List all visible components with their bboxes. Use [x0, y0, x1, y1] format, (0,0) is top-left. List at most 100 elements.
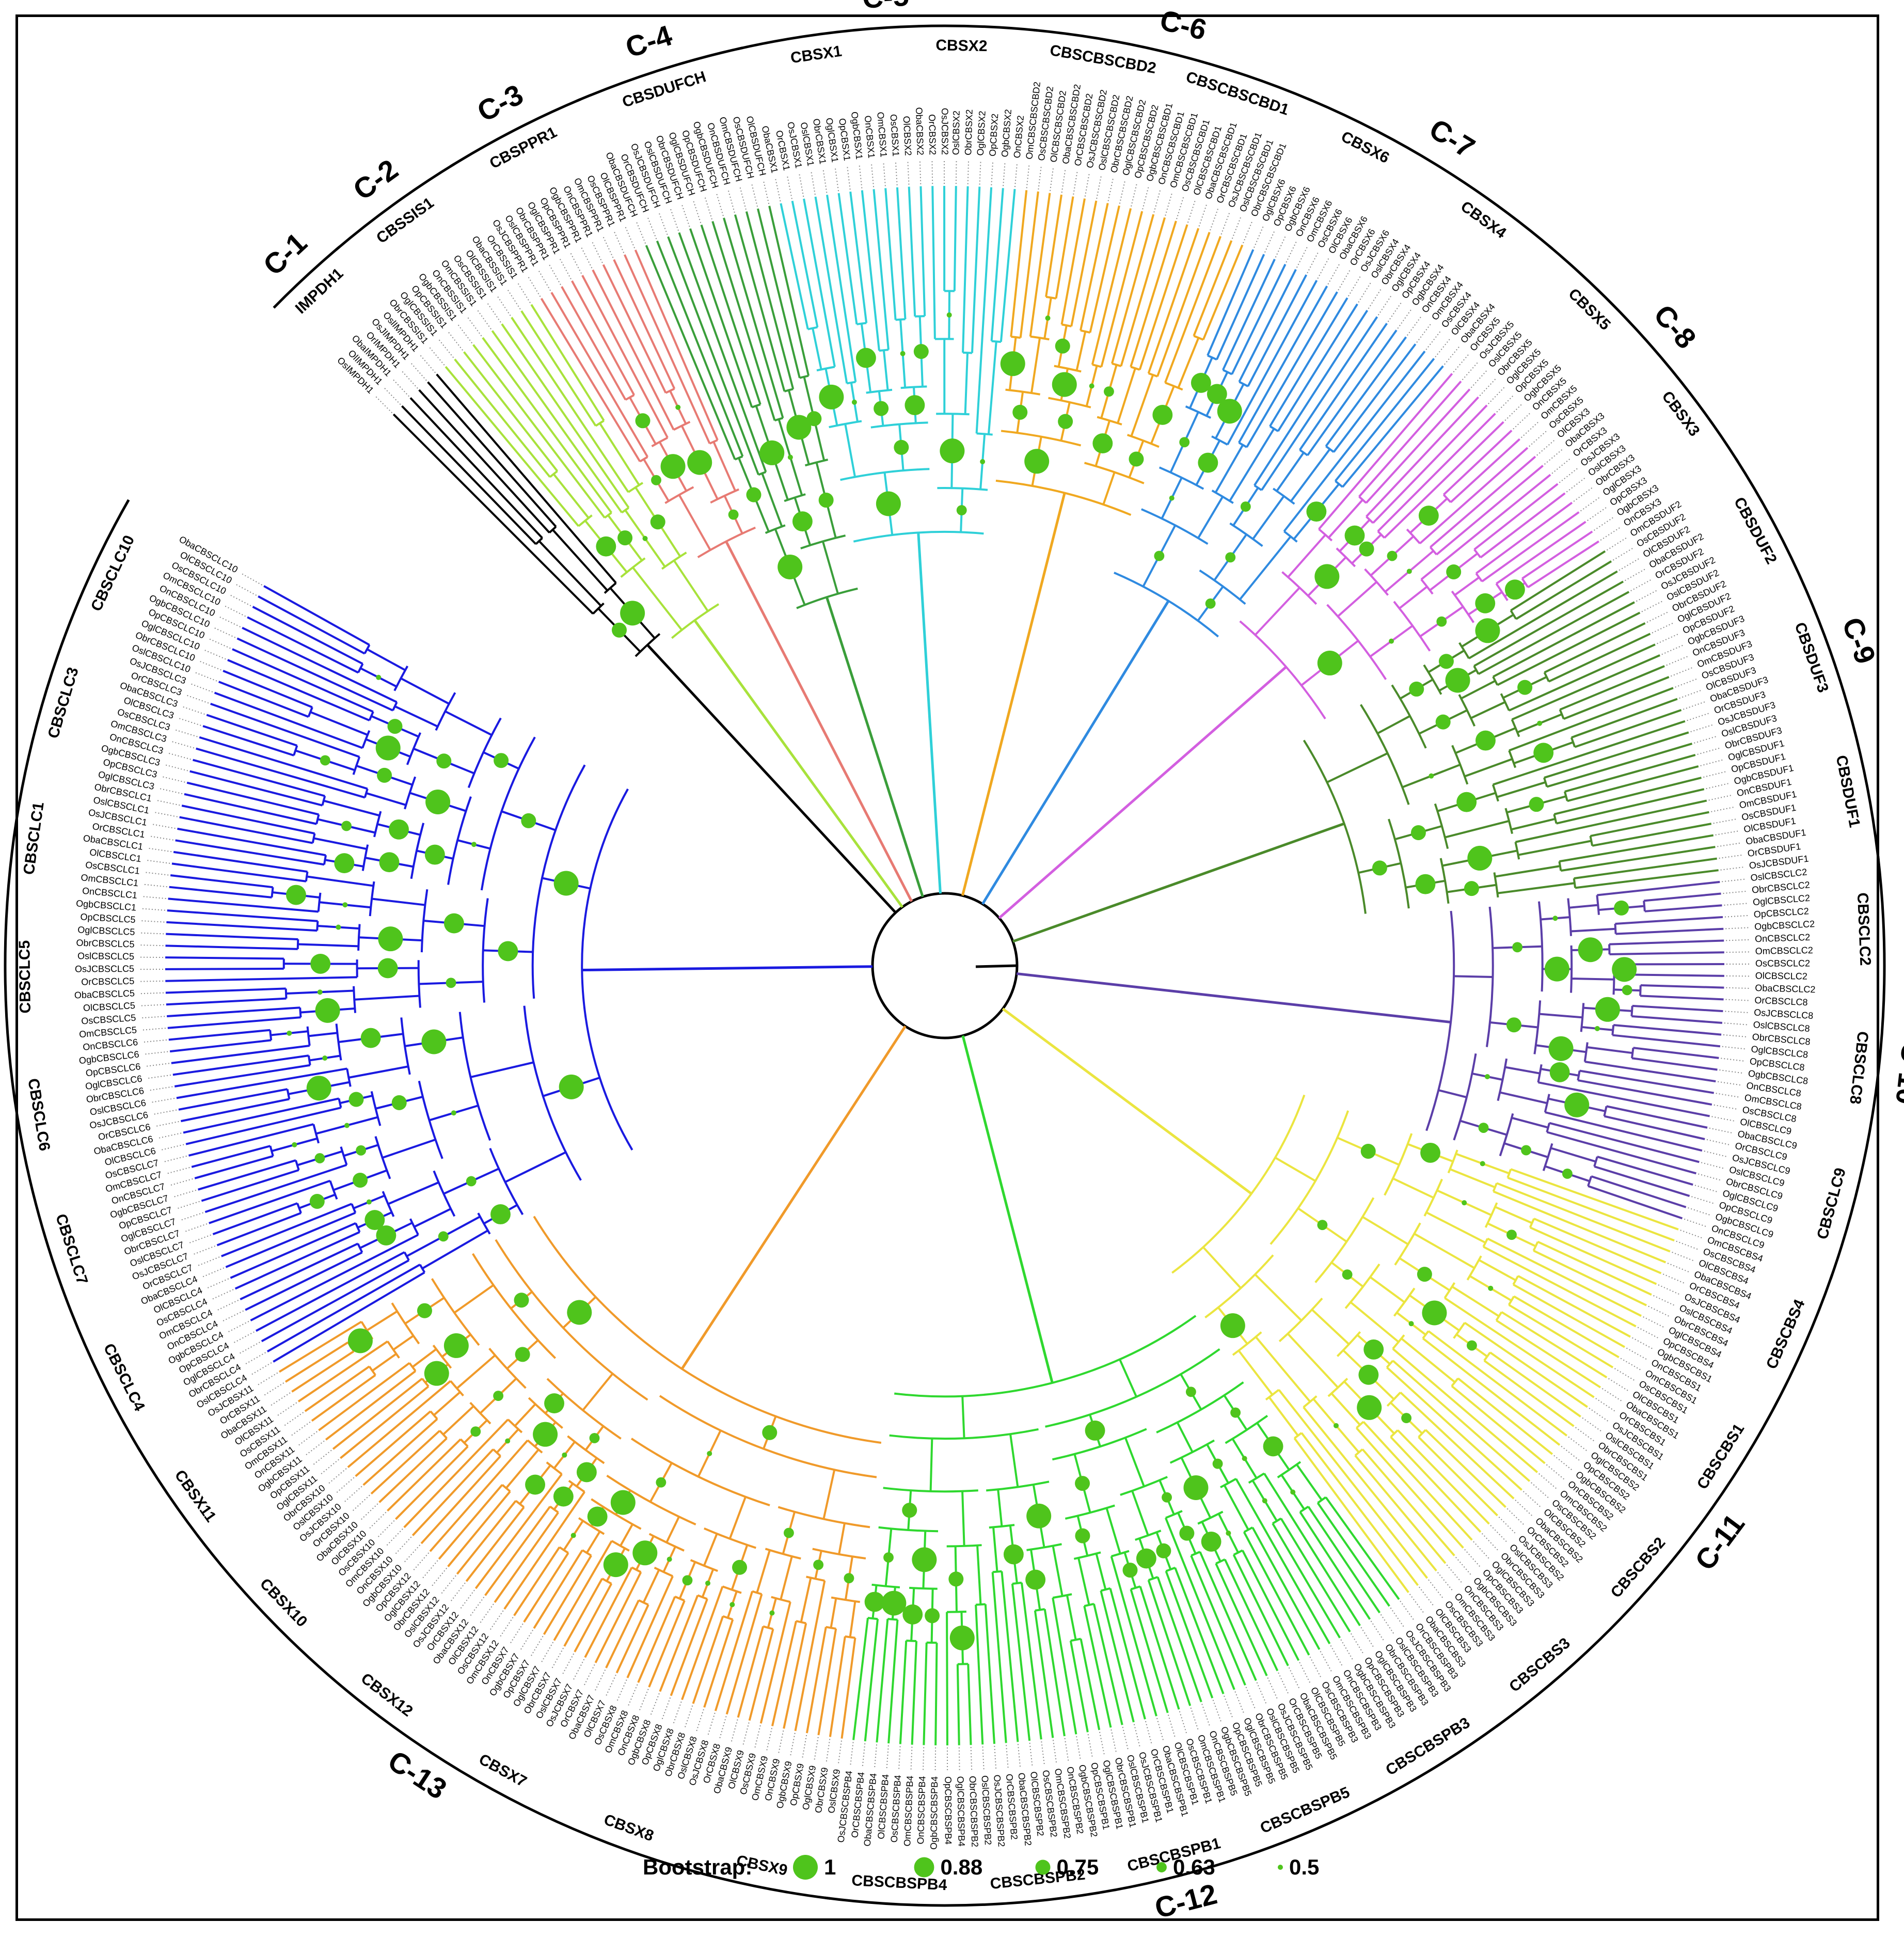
- leaf-branch: [1478, 591, 1630, 675]
- leaf-leader: [1691, 1196, 1715, 1204]
- leaf-branch: [210, 702, 360, 758]
- subfamily-label: CBSCBSPB4: [851, 1872, 948, 1894]
- bootstrap-node: [1169, 495, 1175, 501]
- bootstrap-node: [617, 530, 633, 546]
- leaf-branch: [1307, 1506, 1381, 1614]
- leaf-branch: [1377, 413, 1496, 532]
- leaf-leader: [1370, 1620, 1385, 1642]
- leaf-branch: [1263, 1473, 1361, 1627]
- leaf-leader: [182, 706, 205, 715]
- leaf-branch: [325, 1370, 417, 1441]
- leaf-leader: [227, 1321, 249, 1333]
- leaf-leader: [139, 944, 164, 947]
- leaf-branch: [956, 1664, 960, 1745]
- internal-branch: [414, 1208, 452, 1228]
- leaf-branch: [1644, 904, 1722, 912]
- leaf-branch: [711, 220, 776, 421]
- clade-connector: [1303, 739, 1367, 914]
- subfamily-label: CBSSIS1: [373, 194, 437, 247]
- leaf-branch: [584, 1567, 633, 1658]
- leaf-leader: [1553, 1455, 1573, 1471]
- leaf-branch: [1215, 1563, 1268, 1676]
- leaf-branch: [1400, 1392, 1515, 1500]
- leaf-branch: [1489, 1351, 1581, 1418]
- internal-branch: [712, 441, 737, 492]
- internal-branch: [1030, 338, 1041, 393]
- clade-connector: [1384, 1133, 1413, 1196]
- clade-connector: [690, 1559, 718, 1572]
- bootstrap-node: [1154, 550, 1165, 561]
- clade-arc: [1829, 855, 1886, 1280]
- leaf-branch: [1300, 1432, 1419, 1586]
- clade-connector: [1453, 1053, 1477, 1141]
- internal-branch: [387, 1181, 439, 1205]
- clade-connector: [1211, 435, 1228, 446]
- internal-branch: [1252, 495, 1285, 540]
- leaf-branch: [1483, 1246, 1637, 1328]
- clade-connector: [1012, 1581, 1022, 1585]
- leaf-branch: [332, 1378, 423, 1450]
- leaf-leader: [203, 649, 226, 660]
- leaf-branch: [849, 191, 868, 323]
- leaf-leader: [1551, 458, 1571, 474]
- leaf-branch: [1632, 1004, 1723, 1013]
- internal-branch: [1130, 374, 1154, 437]
- leaf-leader: [636, 221, 646, 244]
- bootstrap-node: [1055, 338, 1070, 354]
- leaf-leader: [213, 627, 236, 638]
- leaf-leader: [1636, 589, 1658, 602]
- leaf-label: ObaCBSCLC5: [74, 988, 135, 1000]
- leaf-leader: [1632, 1337, 1654, 1350]
- bootstrap-node: [533, 1422, 558, 1447]
- bootstrap-node: [778, 554, 803, 579]
- bootstrap-node: [443, 913, 464, 934]
- leaf-leader: [161, 1144, 184, 1151]
- clade-connector: [361, 730, 371, 749]
- clade-connector: [778, 1506, 870, 1529]
- leaf-leader: [297, 1431, 318, 1446]
- clade-connector: [1356, 1421, 1364, 1429]
- clade-arc: [450, 98, 581, 168]
- leaf-branch: [791, 200, 819, 328]
- clade-connector: [523, 1005, 582, 1181]
- leaf-label: OgbCBSCLC1: [76, 898, 137, 912]
- bootstrap-node: [1290, 1489, 1296, 1495]
- clade-connector: [1248, 1472, 1265, 1484]
- internal-branch: [1464, 758, 1513, 778]
- leaf-branch: [1419, 447, 1529, 544]
- clade-connector: [1364, 568, 1389, 596]
- leaf-leader: [778, 1730, 784, 1754]
- leaf-branch: [482, 337, 613, 514]
- clade-connector: [840, 468, 930, 481]
- leaf-leader: [1701, 1162, 1724, 1169]
- leaf-branch: [1420, 474, 1551, 580]
- leaf-leader: [459, 1589, 475, 1610]
- leaf-branch: [1427, 1330, 1568, 1437]
- leaf-branch: [1597, 1156, 1693, 1186]
- bootstrap-node: [682, 1575, 693, 1586]
- leaf-leader: [1688, 1207, 1711, 1216]
- leaf-leader: [1435, 338, 1451, 357]
- leaf-branch: [520, 310, 597, 427]
- bootstrap-node: [1122, 1563, 1138, 1578]
- leaf-leader: [1606, 537, 1627, 551]
- bootstrap-node: [317, 989, 323, 995]
- leaf-leader: [1397, 309, 1412, 329]
- leaf-leader: [1050, 167, 1054, 191]
- clade-connector: [307, 1055, 311, 1066]
- leaf-branch: [214, 691, 363, 749]
- internal-branch: [1102, 471, 1116, 505]
- leaf-branch: [1509, 643, 1656, 712]
- leaf-leader: [1286, 241, 1297, 263]
- leaf-branch: [737, 1626, 765, 1718]
- leaf-branch: [273, 1271, 425, 1363]
- subfamily-label: CBSDUF1: [1833, 754, 1863, 829]
- leaf-branch: [1487, 1237, 1642, 1317]
- clade-connector: [1388, 818, 1410, 909]
- leaf-leader: [1444, 345, 1461, 365]
- leaf-branch: [1052, 1597, 1077, 1735]
- leaf-leader: [343, 1486, 362, 1503]
- bootstrap-node: [1612, 957, 1637, 982]
- internal-branch: [456, 1354, 496, 1390]
- leaf-leader: [431, 1568, 447, 1587]
